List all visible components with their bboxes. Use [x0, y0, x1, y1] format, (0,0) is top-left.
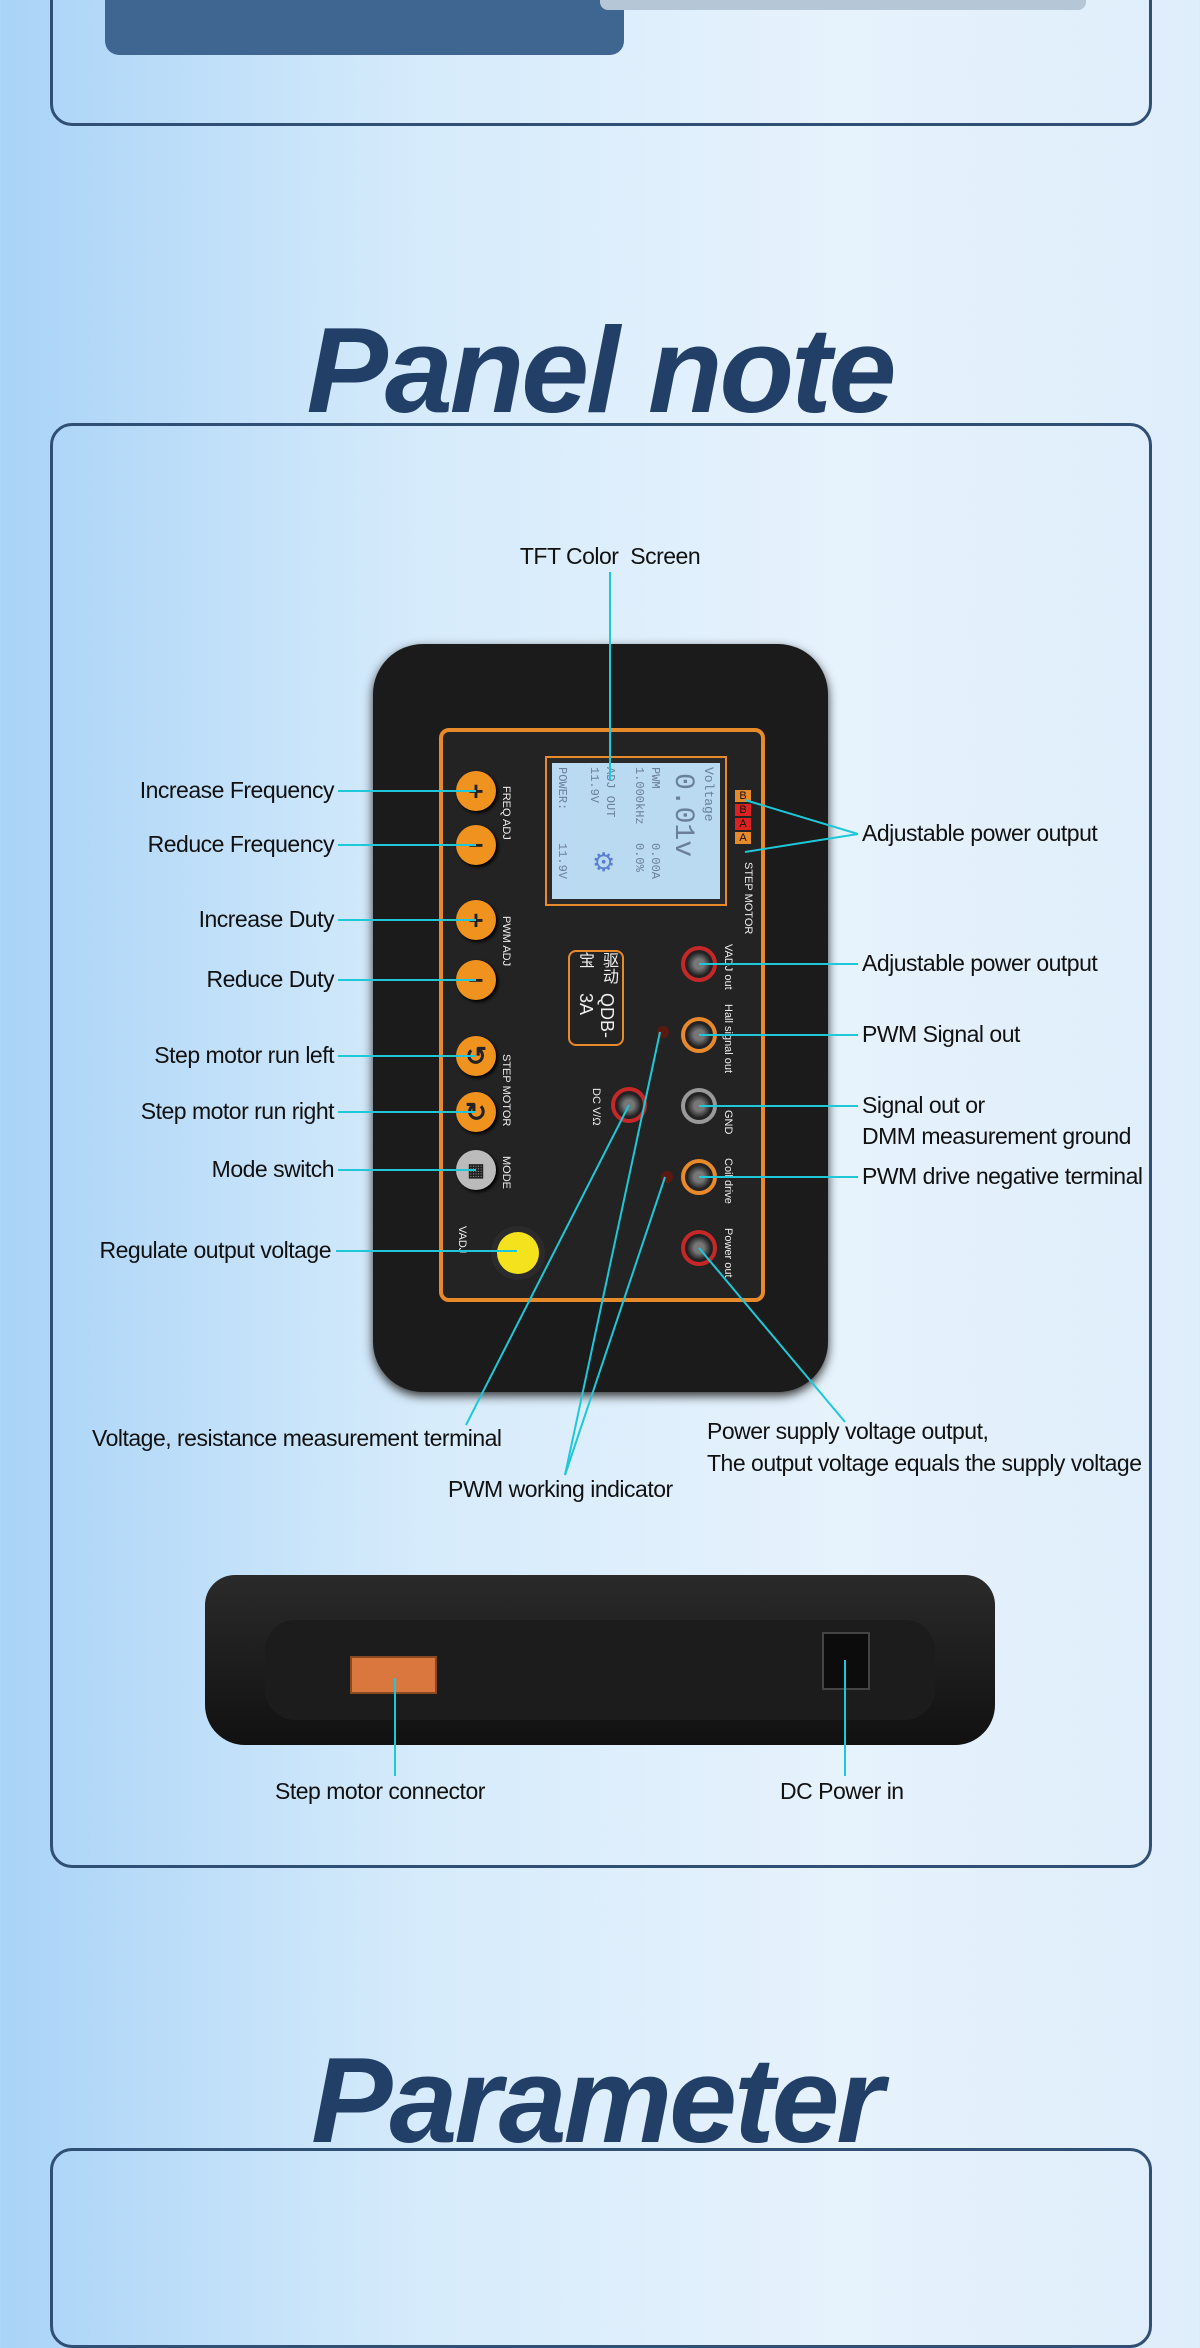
screen-voltage: 0.01v [667, 773, 698, 858]
label-voltage-terminal: Voltage, resistance measurement terminal [92, 1425, 502, 1451]
pwm-adj-text: PWM ADJ [500, 916, 512, 967]
top-card [50, 0, 1152, 126]
pin-b2: B [735, 804, 751, 816]
pin-a2: A [735, 832, 751, 844]
label-pwm-negative: PWM drive negative terminal [862, 1163, 1143, 1189]
label-step-right: Step motor run right [140, 1098, 335, 1124]
step-motor-btn-text: STEP MOTOR [500, 1054, 512, 1127]
step-motor-pins: B B A A [735, 790, 751, 844]
tft-screen-label: TFT Color Screen [519, 543, 701, 569]
pin-b1: B [735, 790, 751, 802]
screen-adj: ADJ OUT [603, 767, 617, 818]
freq-adj-text: FREQ ADJ [500, 786, 512, 840]
label-signal-out: Signal out or [862, 1092, 985, 1118]
vadj-text: VADJ [456, 1226, 468, 1254]
gear-icon: ⚙ [592, 849, 616, 879]
model-badge: 驱动宝 QDB-3A [568, 950, 624, 1046]
label-mode-switch: Mode switch [211, 1156, 335, 1182]
label-pwm-signal: PWM Signal out [862, 1021, 1020, 1047]
step-motor-text: STEP MOTOR [742, 862, 754, 935]
label-regulate-voltage: Regulate output voltage [99, 1237, 332, 1263]
label-power-supply-1: Power supply voltage output, [707, 1418, 989, 1444]
screen-pwm: PWM [648, 767, 662, 789]
label-pwm-indicator: PWM working indicator [448, 1476, 673, 1502]
dcv-text: DC V/Ω [590, 1088, 602, 1126]
pin-a1: A [735, 818, 751, 830]
label-dmm-ground: DMM measurement ground [862, 1123, 1131, 1149]
label-reduce-frequency: Reduce Frequency [147, 831, 335, 857]
step-motor-connector [350, 1656, 437, 1694]
hall-text: Hall signal out [722, 1004, 734, 1074]
label-step-left: Step motor run left [154, 1042, 334, 1068]
power-out-text: Power out [722, 1228, 734, 1278]
screen-power-v: 11.9V [555, 843, 569, 880]
panel-card [50, 423, 1152, 1868]
top-light-bar [600, 0, 1086, 10]
power-out-jack [681, 1230, 717, 1266]
tft-screen: Voltage 0.01v PWM 1.000kHz 0.00A 0.0% AD… [545, 756, 727, 906]
label-step-connector: Step motor connector [275, 1778, 485, 1804]
brand-text: 驱动宝 [576, 952, 617, 984]
model-text: QDB-3A [576, 992, 617, 1038]
top-dark-bar [105, 0, 624, 55]
label-adjustable-power-1: Adjustable power output [862, 820, 1098, 846]
screen-power: POWER: [555, 767, 569, 811]
panel-note-title: Panel note [306, 302, 897, 438]
mode-text: MODE [500, 1156, 512, 1189]
screen-freq: 1.000kHz [632, 767, 646, 825]
callout-lines [336, 572, 859, 1776]
label-power-supply-2: The output voltage equals the supply vol… [707, 1450, 1142, 1476]
label-increase-frequency: Increase Frequency [139, 777, 335, 803]
voltage-knob[interactable] [497, 1232, 539, 1274]
label-adjustable-power-2: Adjustable power output [862, 950, 1098, 976]
gnd-text: GND [722, 1110, 734, 1135]
parameter-card [50, 2148, 1152, 2348]
coil-text: Coil drive [722, 1158, 734, 1204]
label-reduce-duty: Reduce Duty [206, 966, 335, 992]
screen-voltage-label: Voltage [701, 767, 716, 822]
vadj-out-text: VADJ out [722, 944, 734, 990]
screen-duty: 0.0% [632, 843, 646, 872]
screen-adj-v: 11.9V [587, 767, 601, 804]
label-dc-power-in: DC Power in [780, 1778, 904, 1804]
label-increase-duty: Increase Duty [198, 906, 335, 932]
screen-current: 0.00A [648, 843, 662, 880]
parameter-title: Parameter [311, 2032, 884, 2168]
